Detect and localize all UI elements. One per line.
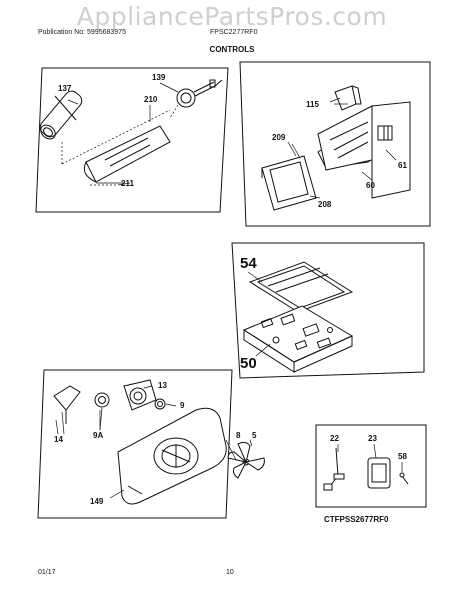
panel-bottom-right: [315, 424, 427, 508]
callout-labels: 137 139 210 211 115 209 61 60 208 54 50 …: [54, 73, 407, 506]
part-9a-grommet: [94, 392, 110, 408]
part-210-lens: [83, 125, 171, 183]
part-137-light-housing: [39, 90, 83, 140]
callout-8: 8: [236, 431, 241, 440]
panel-bottom-left: [37, 369, 233, 519]
panel-top-right: [239, 61, 431, 227]
callout-58: 58: [398, 452, 407, 461]
page-number: 10: [226, 569, 234, 576]
part-14-bracket: [53, 385, 81, 424]
panel-middle: [231, 242, 425, 379]
callout-54: 54: [240, 255, 257, 272]
callout-211: 211: [121, 179, 134, 188]
part-209-frame: [261, 155, 317, 211]
part-149-fan-shroud: [117, 407, 227, 505]
publication-number: Publication No: 5995683975: [38, 29, 126, 36]
section-title: CONTROLS: [209, 45, 255, 54]
part-54-cover: [248, 261, 354, 313]
callout-149: 149: [90, 497, 104, 506]
part-50-board: [242, 305, 354, 373]
callout-60: 60: [366, 181, 375, 190]
part-139-socket: [176, 79, 223, 108]
callout-209: 209: [272, 133, 286, 142]
callout-210: 210: [144, 95, 158, 104]
callout-139: 139: [152, 73, 166, 82]
footer-date: 01/17: [38, 569, 56, 576]
model-code: CTFPSS2677RF0: [324, 515, 389, 524]
model-number: FPSC2277RF0: [210, 29, 258, 36]
part-9-grommet: [154, 398, 166, 410]
watermark: AppliancePartsPros.com: [76, 2, 388, 31]
callout-115: 115: [306, 100, 319, 109]
callout-208: 208: [318, 200, 332, 209]
part-115-bracket: [334, 85, 362, 111]
callout-14: 14: [54, 435, 63, 444]
callout-9a: 9A: [93, 431, 103, 440]
callout-137: 137: [58, 84, 72, 93]
callout-50: 50: [240, 355, 257, 372]
part-13-motor-bracket: [123, 379, 157, 411]
part-5-fan-blade: [227, 441, 265, 479]
callout-9: 9: [180, 401, 185, 410]
part-22-harness: [323, 447, 345, 491]
part-60-control-box: [317, 101, 411, 199]
part-23-sensor-cover: [367, 457, 391, 489]
callout-61: 61: [398, 161, 407, 170]
callout-22: 22: [330, 434, 339, 443]
callout-13: 13: [158, 381, 167, 390]
panel-top-left: [35, 67, 229, 213]
callout-5: 5: [252, 431, 257, 440]
callout-23: 23: [368, 434, 377, 443]
part-58-screw: [399, 472, 409, 485]
